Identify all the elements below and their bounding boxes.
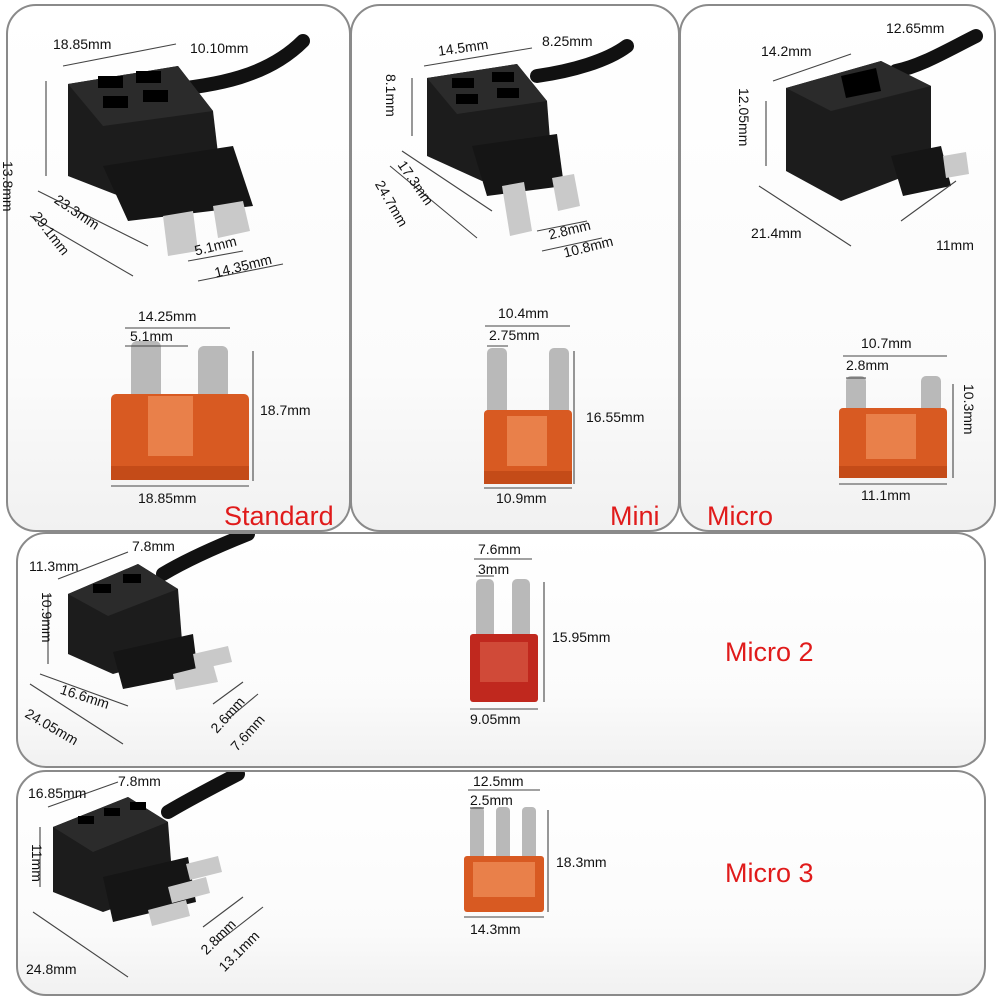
micro-fuse (839, 376, 947, 478)
standard-fuse (111, 341, 249, 480)
micro2-fuse-dim-3: 15.95mm (552, 629, 611, 645)
standard-illustration (29, 34, 310, 487)
micro-label: Micro (707, 501, 773, 531)
mini-fuse-dim-4: 10.9mm (496, 490, 547, 506)
micro2-fuse-dim-1: 7.6mm (478, 541, 521, 557)
micro2-fuse (470, 579, 538, 702)
micro3-panel: 16.85mm 7.8mm 11mm 24.8mm 2.8mm 13.1mm 1… (16, 770, 986, 996)
micro3-holder (53, 797, 222, 926)
standard-panel: 18.85mm 10.10mm 13.8mm 23.3mm 29.1mm 5.1… (0, 4, 351, 532)
micro3-holder-dim-1: 16.85mm (28, 785, 87, 801)
micro2-fuse-dim-4: 9.05mm (470, 711, 521, 727)
micro-fuse-dim-3: 10.3mm (961, 384, 977, 435)
micro2-holder-dim-3: 10.9mm (39, 592, 55, 643)
micro3-fuse-dim-2: 2.5mm (470, 792, 513, 808)
micro-holder-dim-4: 21.4mm (751, 225, 802, 241)
standard-fuse-dim-3: 18.7mm (260, 402, 311, 418)
micro-holder-dim-1: 14.2mm (761, 43, 812, 59)
standard-holder (68, 66, 253, 256)
mini-fuse-dim-2: 2.75mm (489, 327, 540, 343)
mini-fuse-dim-3: 16.55mm (586, 409, 645, 425)
standard-fuse-dim-4: 18.85mm (138, 490, 197, 506)
micro2-label: Micro 2 (725, 637, 814, 667)
micro2-panel: 11.3mm 7.8mm 10.9mm 16.6mm 24.05mm 2.6mm… (16, 532, 986, 768)
micro-panel: 14.2mm 12.65mm 12.05mm 21.4mm 11mm 10.7m… (679, 4, 996, 532)
micro-illustration (758, 29, 983, 485)
micro3-fuse-dim-3: 18.3mm (556, 854, 607, 870)
micro3-fuse-dim-1: 12.5mm (473, 773, 524, 789)
standard-holder-dim-2: 10.10mm (190, 40, 249, 56)
micro-holder-dim-2: 12.65mm (886, 20, 945, 36)
standard-label: Standard (224, 501, 334, 531)
micro-fuse-dim-2: 2.8mm (846, 357, 889, 373)
mini-holder-dim-2: 8.25mm (542, 33, 593, 49)
mini-fuse-dim-1: 10.4mm (498, 305, 549, 321)
mini-label: Mini (610, 501, 660, 531)
micro-holder-dim-3: 12.05mm (736, 88, 752, 147)
micro-holder-dim-5: 11mm (936, 237, 974, 253)
standard-holder-dim-1: 18.85mm (53, 36, 112, 52)
micro3-label: Micro 3 (725, 858, 814, 888)
micro2-holder (68, 564, 232, 690)
micro3-holder-dim-4: 24.8mm (26, 961, 77, 977)
micro-holder (786, 61, 969, 201)
mini-panel: 14.5mm 8.25mm 8.1mm 17.3mm 24.7mm 2.8mm … (350, 4, 680, 532)
mini-holder (427, 64, 580, 236)
micro3-fuse (464, 807, 544, 912)
micro2-holder-dim-1: 7.8mm (132, 538, 175, 554)
micro2-illustration (29, 534, 545, 745)
micro3-illustration (32, 772, 549, 978)
micro-fuse-dim-1: 10.7mm (861, 335, 912, 351)
micro-fuse-dim-4: 11.1mm (861, 487, 911, 503)
standard-fuse-dim-2: 5.1mm (130, 328, 173, 344)
micro2-fuse-dim-2: 3mm (478, 561, 510, 577)
micro3-holder-dim-3: 11mm (29, 844, 45, 882)
mini-fuse (484, 348, 572, 484)
standard-fuse-dim-1: 14.25mm (138, 308, 197, 324)
micro2-holder-dim-2: 11.3mm (29, 558, 79, 574)
mini-illustration (389, 39, 634, 489)
standard-holder-dim-3: 13.8mm (0, 161, 16, 212)
mini-holder-dim-3: 8.1mm (383, 74, 399, 117)
micro3-fuse-dim-4: 14.3mm (470, 921, 521, 937)
micro3-holder-dim-2: 7.8mm (118, 773, 161, 789)
